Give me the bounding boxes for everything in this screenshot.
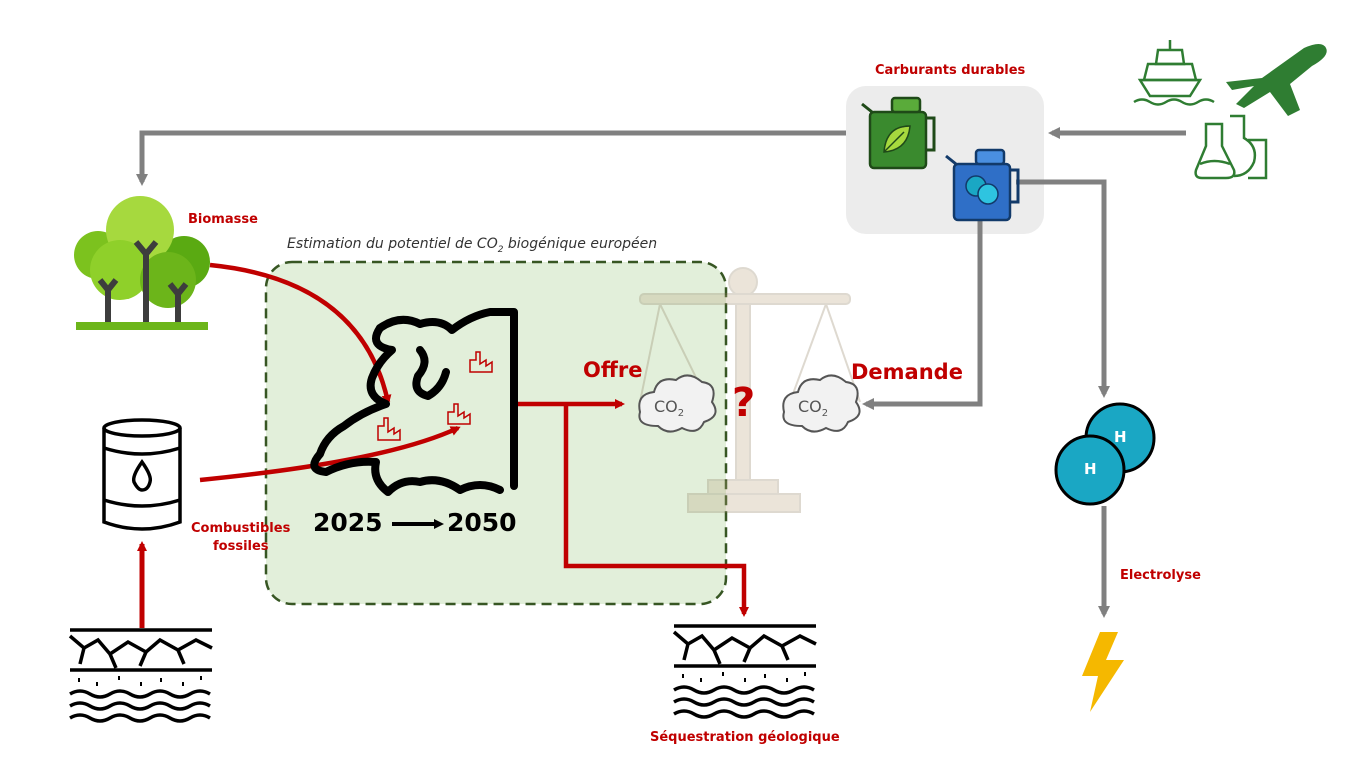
label-offre: Offre [583,358,643,382]
label-carburants-durables: Carburants durables [875,63,1026,78]
label-combustibles: Combustibles [191,521,291,536]
flow-fossiles-to-europe [199,425,461,483]
oil-barrel-icon [102,418,182,531]
co2-main: CO [654,397,678,416]
ship-icon [1133,40,1215,106]
flow-europe-to-sequestration [563,404,749,617]
flow-carburants-to-biomasse [136,130,846,186]
estimation-title: Estimation du potentiel de CO2 biogéniqu… [287,236,657,255]
lightning-bolt-icon [1082,632,1124,712]
question-mark: ? [732,380,756,426]
label-fossiles: fossiles [213,539,269,554]
fuel-can-co2-icon [945,148,1020,222]
co2-sub: 2 [821,408,829,420]
co2-label-demande: CO2 [798,397,828,419]
rock-strata-icon [672,624,817,719]
co2-sub: 2 [677,408,685,420]
year-start: 2025 [313,508,383,537]
year-end: 2050 [447,508,517,537]
label-demande: Demande [851,360,963,384]
lab-flask-icon [1194,114,1268,180]
label-sequestration: Séquestration géologique [650,730,840,745]
hydrogen-letter-front: H [1084,460,1097,478]
co2-main: CO [798,397,822,416]
flow-can-to-hydrogen [1016,179,1110,398]
flow-biomasse-to-europe [209,262,392,405]
fuel-can-bio-icon [861,96,936,170]
co2-label-offre: CO2 [654,397,684,419]
factory-icon [377,351,493,441]
flow-can-to-demande [862,218,983,410]
co2-cloud-icon [782,374,861,433]
tree-cluster-icon [74,196,210,330]
hydrogen-letter-back: H [1114,428,1127,446]
estimation-suffix: biogénique européen [503,236,658,252]
estimation-sub: 2 [497,244,504,255]
europe-map-icon [310,308,518,496]
rock-strata-icon [68,628,213,723]
co2-cloud-icon [638,374,717,433]
estimation-prefix: Estimation du potentiel de CO [287,236,498,252]
label-electrolyse: Electrolyse [1120,568,1201,583]
balance-scale-icon [639,267,861,513]
airplane-icon [1226,44,1327,116]
label-biomasse: Biomasse [188,212,258,227]
hydrogen-molecule-icon [1054,402,1156,506]
